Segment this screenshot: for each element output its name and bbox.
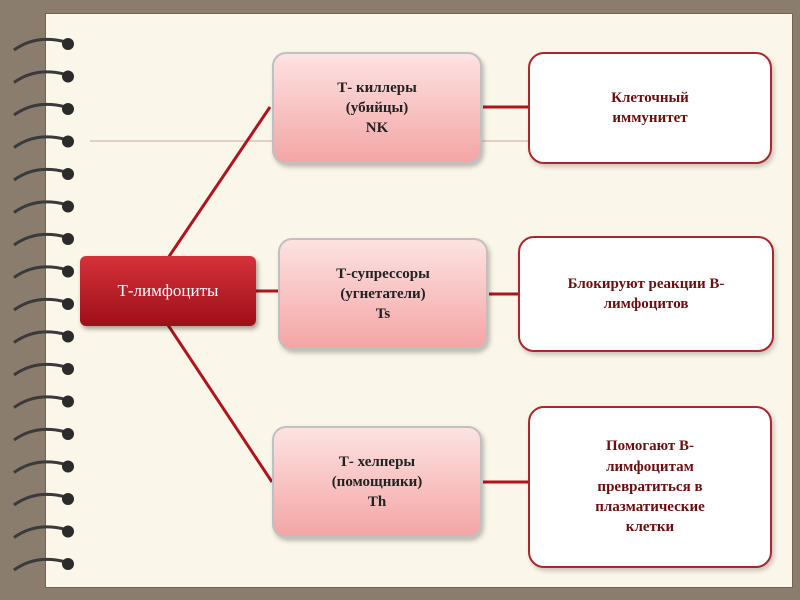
cell-node-t-helpers: Т- хелперы (помощники) Th: [272, 426, 482, 538]
spiral-binding: [13, 37, 74, 572]
binding-ring-wire: [13, 265, 67, 279]
function-node-label: Клеточный иммунитет: [611, 89, 689, 126]
binding-ring-wire: [13, 427, 67, 442]
binding-ring-wire: [13, 492, 67, 507]
function-node-help-b-cells: Помогают В- лимфоцитам превратиться в пл…: [528, 406, 772, 568]
binding-hole: [62, 460, 74, 473]
binding-ring-wire: [13, 460, 67, 474]
root-node-label: Т-лимфоциты: [117, 280, 219, 300]
binding-hole: [62, 298, 74, 310]
binding-hole: [62, 363, 74, 375]
cell-node-label: Т- хелперы (помощники) Th: [331, 453, 423, 511]
binding-ring-wire: [13, 37, 67, 52]
binding-hole: [62, 103, 74, 115]
binding-hole: [62, 265, 74, 278]
binding-hole: [62, 135, 74, 148]
binding-ring-wire: [13, 297, 67, 312]
binding-ring-wire: [13, 70, 67, 84]
root-node-t-lymphocytes: Т-лимфоциты: [80, 256, 256, 326]
binding-ring-wire: [13, 232, 67, 247]
function-node-label: Помогают В- лимфоцитам превратиться в пл…: [595, 438, 705, 536]
binding-ring-wire: [13, 525, 67, 539]
binding-hole: [62, 428, 74, 440]
binding-ring-wire: [13, 200, 67, 214]
binding-hole: [62, 330, 74, 343]
cell-node-label: Т- киллеры (убийцы) NK: [337, 79, 417, 137]
binding-hole: [62, 525, 74, 538]
cell-node-t-suppressors: Т-супрессоры (угнетатели) Ts: [278, 238, 488, 350]
binding-ring-wire: [13, 330, 67, 344]
cell-node-t-killers: Т- киллеры (убийцы) NK: [272, 52, 482, 164]
binding-hole: [62, 558, 74, 570]
function-node-block-b-cells: Блокируют реакции В- лимфоцитов: [518, 236, 774, 352]
binding-ring-wire: [13, 395, 67, 409]
binding-hole: [62, 493, 74, 505]
binding-ring-wire: [13, 167, 67, 182]
binding-hole: [62, 200, 74, 213]
binding-hole: [62, 38, 74, 50]
connector-root-to-branch-3: [166, 324, 274, 483]
binding-hole: [62, 70, 74, 83]
binding-ring-wire: [13, 102, 67, 117]
binding-hole: [62, 168, 74, 180]
binding-hole: [62, 233, 74, 245]
connector-root-to-branch-1: [166, 106, 272, 259]
function-node-cellular-immunity: Клеточный иммунитет: [528, 52, 772, 164]
binding-ring-wire: [13, 135, 67, 149]
binding-ring-wire: [13, 362, 67, 377]
binding-ring-wire: [13, 557, 67, 572]
function-node-label: Блокируют реакции В- лимфоцитов: [567, 275, 725, 312]
binding-hole: [62, 395, 74, 408]
cell-node-label: Т-супрессоры (угнетатели) Ts: [336, 265, 430, 323]
